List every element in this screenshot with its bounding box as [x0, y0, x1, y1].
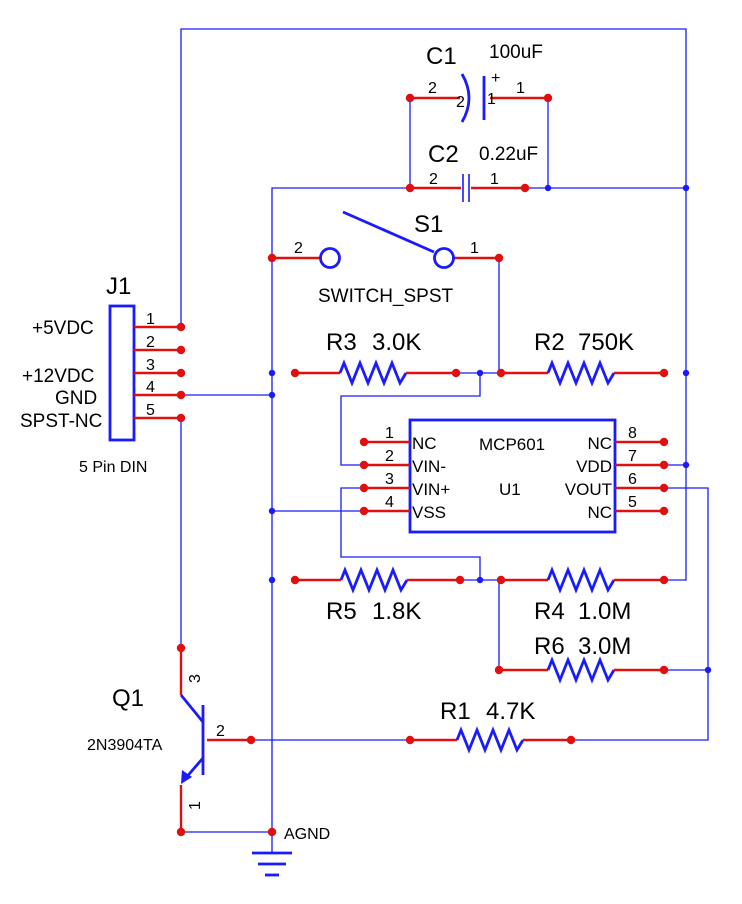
- c1-value: 100uF: [489, 42, 543, 63]
- u1-pin-name: VIN-: [412, 457, 446, 476]
- q1-ref: Q1: [112, 685, 144, 712]
- capacitor-c1[interactable]: C1 100uF 2 1 + 2 1: [405, 42, 553, 123]
- capacitor-c2[interactable]: C2 0.22uF 2 1: [405, 141, 538, 202]
- c1-body-pin2: 2: [456, 94, 465, 111]
- u1-ref: U1: [499, 480, 521, 499]
- q1-pin-collector: 3: [187, 674, 204, 683]
- r5-value: 1.8K: [372, 598, 421, 625]
- j1-label-gnd: GND: [55, 388, 97, 409]
- junction-dot: [544, 184, 552, 192]
- u1-pin-name: VSS: [412, 503, 446, 522]
- s1-pin1: 1: [470, 240, 479, 257]
- resistor-r1[interactable]: R1 4.7K: [405, 698, 576, 754]
- junction-dot: [682, 369, 690, 377]
- u1-pin-num: 5: [628, 494, 637, 511]
- j1-pin-2: 2: [146, 334, 155, 351]
- q1-value: 2N3904TA: [87, 737, 163, 754]
- u1-pin-num: 6: [628, 471, 637, 488]
- resistor-r3[interactable]: R3 3.0K: [290, 329, 461, 387]
- agnd-label: AGND: [284, 826, 330, 843]
- u1-pin-name: VOUT: [565, 480, 612, 499]
- c2-pin2: 2: [429, 171, 438, 188]
- u1-pin-num: 3: [385, 471, 394, 488]
- r3-value: 3.0K: [372, 329, 421, 356]
- s1-pin2: 2: [294, 240, 303, 257]
- junction-dot: [476, 369, 484, 377]
- j1-label-12vdc: +12VDC: [22, 366, 94, 387]
- j1-pin-3: 3: [146, 357, 155, 374]
- c2-value: 0.22uF: [479, 144, 538, 165]
- u1-pin-num: 4: [385, 494, 394, 511]
- r1-ref: R1: [440, 698, 471, 725]
- resistor-r5[interactable]: R5 1.8K: [290, 566, 465, 625]
- r6-ref: R6: [534, 633, 565, 660]
- u1-pin-name: VIN+: [412, 480, 450, 499]
- u1-pin-name: NC: [412, 434, 437, 453]
- j1-pin-5: 5: [146, 402, 155, 419]
- junction-dot: [704, 666, 712, 674]
- u1-pin-num: 8: [628, 425, 637, 442]
- junction-dot: [268, 369, 276, 377]
- transistor-q1[interactable]: Q1 2N3904TA 2 3 1: [87, 643, 256, 837]
- junction-dot: [268, 391, 276, 399]
- j1-label-5vdc: +5VDC: [32, 318, 94, 339]
- c1-ref: C1: [426, 43, 457, 70]
- junctions: [268, 184, 712, 674]
- junction-dot: [682, 184, 690, 192]
- r3-ref: R3: [326, 329, 357, 356]
- j1-pin-4: 4: [146, 379, 155, 396]
- u1-pin-name: NC: [587, 434, 612, 453]
- junction-dot: [476, 576, 484, 584]
- c2-pin1: 1: [490, 171, 499, 188]
- u1-pin-num: 7: [628, 448, 637, 465]
- opamp-u1[interactable]: 1 2 3 4 8 7 6 5 NC VIN- VIN+ VSS NC VDD …: [359, 418, 669, 534]
- c1-polarity: +: [491, 70, 500, 87]
- s1-ref: S1: [414, 211, 443, 238]
- junction-dot: [682, 461, 690, 469]
- switch-s1[interactable]: S1 SWITCH_SPST 2 1: [267, 210, 504, 307]
- u1-pin-name: VDD: [576, 457, 612, 476]
- u1-pin-name: NC: [587, 503, 612, 522]
- u1-value: MCP601: [479, 435, 545, 454]
- wires: [180, 28, 709, 852]
- r2-ref: R2: [534, 329, 565, 356]
- c1-pin1: 1: [516, 80, 525, 97]
- j1-pin-1: 1: [146, 311, 155, 328]
- r5-ref: R5: [326, 598, 357, 625]
- r4-ref: R4: [534, 598, 565, 625]
- r1-value: 4.7K: [486, 698, 535, 725]
- j1-label-spst-nc: SPST-NC: [20, 411, 102, 432]
- resistor-r2[interactable]: R2 750K: [496, 329, 669, 387]
- s1-value: SWITCH_SPST: [318, 286, 454, 307]
- j1-value: 5 Pin DIN: [79, 459, 147, 476]
- q1-pin-emitter: 1: [187, 801, 204, 810]
- junction-dot: [268, 576, 276, 584]
- resistor-r4[interactable]: R4 1.0M: [496, 566, 669, 625]
- q1-pin-base: 2: [216, 723, 225, 740]
- r6-value: 3.0M: [578, 633, 631, 660]
- u1-pin-num: 2: [385, 448, 394, 465]
- c2-ref: C2: [428, 141, 459, 168]
- connector-j1[interactable]: J1 1 2 3 4 5 +5VDC +12VDC GND SPST-NC 5 …: [20, 273, 186, 476]
- r2-value: 750K: [578, 329, 634, 356]
- junction-dot: [268, 507, 276, 515]
- c1-pin2: 2: [428, 80, 437, 97]
- r4-value: 1.0M: [578, 598, 631, 625]
- u1-pin-num: 1: [385, 425, 394, 442]
- j1-ref: J1: [106, 273, 131, 300]
- c1-body-pin1: 1: [487, 91, 496, 108]
- ground-symbol: AGND: [252, 826, 330, 877]
- resistor-r6[interactable]: R6 3.0M: [494, 633, 669, 684]
